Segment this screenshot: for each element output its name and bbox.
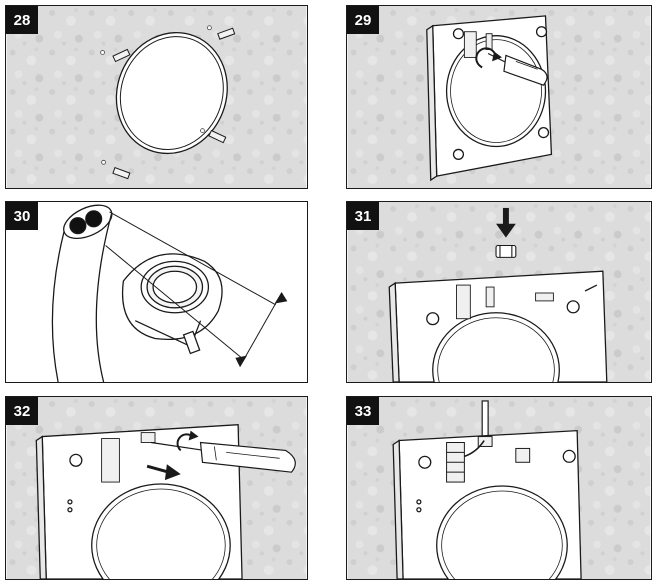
fan-backplate [427,16,552,180]
step-number: 33 [347,397,379,425]
step-33-panel: 33 [346,396,652,580]
step-33-illustration [347,397,651,579]
fan-backplate [389,271,607,382]
step-30-illustration [6,202,307,382]
step-32-panel: 32 [5,396,308,580]
step-28-illustration [6,6,307,188]
step-30-panel: 30 [5,201,308,383]
step-number: 30 [6,202,38,230]
step-32-illustration [6,397,307,579]
fan-backplate [393,431,581,579]
step-29-illustration [347,6,651,188]
step-number: 32 [6,397,38,425]
step-number: 29 [347,6,379,34]
step-31-panel: 31 [346,201,652,383]
step-number: 31 [347,202,379,230]
cable-clamp-icon [496,246,516,258]
step-31-illustration [347,202,651,382]
step-28-panel: 28 [5,5,308,189]
cable-icon [482,401,488,441]
step-29-panel: 29 [346,5,652,189]
step-number: 28 [6,6,38,34]
